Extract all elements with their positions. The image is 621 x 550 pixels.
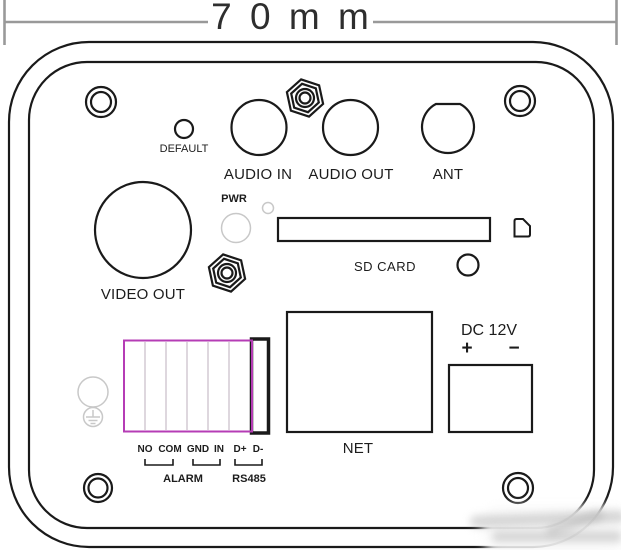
sd-card-icon xyxy=(513,218,531,238)
dc-plus-sign: + xyxy=(461,338,473,359)
screw-icon-top-left xyxy=(84,85,118,119)
net-port xyxy=(285,310,434,434)
video-out-port xyxy=(93,180,193,280)
ant-port xyxy=(420,102,476,155)
sd-card-hole xyxy=(456,253,480,277)
terminal-label-dminus: D- xyxy=(252,444,264,455)
bracket-gnd-in xyxy=(192,459,221,466)
dimension-label: 7 0 m m xyxy=(211,0,373,37)
hex-nut-icon-top xyxy=(285,78,325,118)
alarm-label: ALARM xyxy=(163,473,203,485)
terminal-block xyxy=(123,339,253,433)
ground-icon xyxy=(82,406,104,428)
default-button xyxy=(173,118,195,140)
panel-outer-outline xyxy=(7,40,615,549)
terminal-label-gnd: GND xyxy=(186,444,210,455)
audio-out-label: AUDIO OUT xyxy=(308,166,394,183)
terminal-dividers xyxy=(144,342,230,430)
default-label: DEFAULT xyxy=(159,143,209,155)
terminal-label-com: COM xyxy=(158,444,182,455)
screw-icon-bottom-left xyxy=(82,472,114,504)
terminal-label-in: IN xyxy=(214,444,224,455)
video-out-label: VIDEO OUT xyxy=(100,286,186,303)
terminal-block-end xyxy=(249,337,271,435)
pwr-led xyxy=(220,212,252,244)
audio-out-port xyxy=(321,98,380,157)
terminal-label-dplus: D+ xyxy=(233,444,247,455)
bracket-dplus-dminus xyxy=(234,459,263,466)
side-hole xyxy=(77,376,109,408)
sd-card-label: SD CARD xyxy=(353,259,417,274)
terminal-label-no: NO xyxy=(137,444,153,455)
panel-inner-outline xyxy=(27,60,596,530)
dc-minus-sign: − xyxy=(508,338,520,359)
net-label: NET xyxy=(342,440,374,457)
audio-in-port xyxy=(230,98,288,157)
led-dot xyxy=(261,201,275,215)
ant-label: ANT xyxy=(432,166,464,183)
rs485-label: RS485 xyxy=(232,473,266,485)
screw-icon-bottom-right xyxy=(501,471,535,505)
dc-12v-label: DC 12V xyxy=(460,322,518,339)
dc-power-port xyxy=(447,363,534,434)
screw-icon-top-right xyxy=(503,84,537,118)
pwr-label: PWR xyxy=(221,193,247,205)
audio-in-label: AUDIO IN xyxy=(223,166,293,183)
hex-nut-icon-middle xyxy=(207,253,247,293)
sd-card-slot xyxy=(276,216,492,243)
bracket-no-com xyxy=(144,459,174,466)
